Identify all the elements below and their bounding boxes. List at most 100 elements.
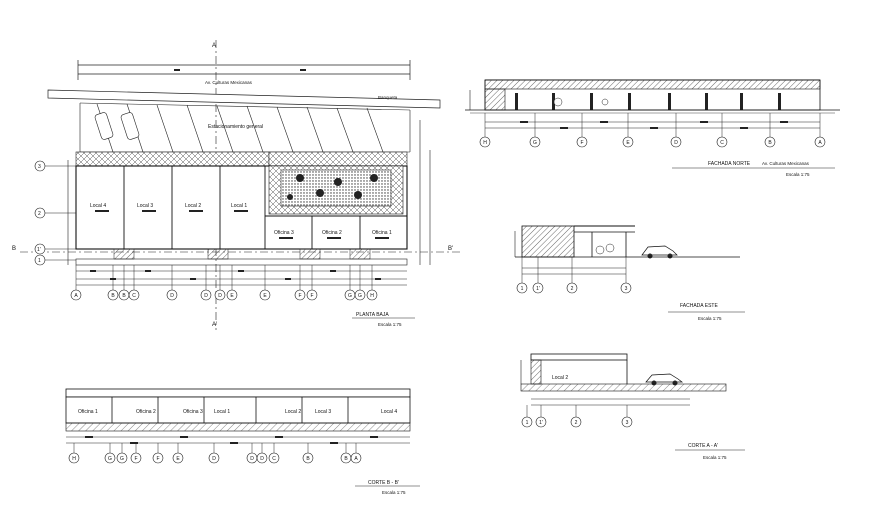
north-axis-bubble [529,136,541,148]
east-axis-bubble [532,282,544,294]
north-axis-bubble [479,136,491,148]
plan-axis-label: B [111,293,115,299]
north-axis-label: G [533,140,537,146]
section-a-axis-label: 2 [575,420,578,426]
plan-axis-bubble [166,289,178,301]
east-axis-label: 1 [521,286,524,292]
section-b-room-2: Oficina 2 [136,409,156,415]
section-b-scale: Escala 1:75 [382,490,406,495]
section-mark-left: B [12,246,16,252]
plan-axis-bubble [294,289,306,301]
section-a-axis-bubble [570,416,582,428]
section-a-room: Local 2 [552,375,568,381]
north-axis-bubble [576,136,588,148]
north-axis-bubble [764,136,776,148]
section-a-axis-label: 3 [626,420,629,426]
plan-axis-bubble [70,289,82,301]
east-axis-bubble [566,282,578,294]
local-3-label: Local 3 [137,203,153,209]
section-b-axis-bubble [350,452,362,464]
section-b: Oficina 1 Oficina 2 Oficina 3 Local 1 Lo… [65,388,420,495]
plan-axes-vertical [34,160,76,266]
section-b-axis-label: F [134,456,137,462]
section-a-axis-label: 1 [526,420,529,426]
plan-axis-bubble [366,289,378,301]
plan-axis-label: E [230,293,234,299]
section-b-room-5: Local 2 [285,409,301,415]
section-b-title: CORTE B - B' [368,480,399,486]
plan-title: PLANTA BAJA [356,312,389,318]
section-b-axis-bubble [256,452,268,464]
car-icon [645,373,684,383]
plan-axis-label: E [263,293,267,299]
plan-axis-label: F [310,293,313,299]
section-b-axis-label: D [212,456,216,462]
north-axis-bubble [814,136,826,148]
floor-plan: A A' Av. Culturas Mexicanas Banqueta [12,40,460,330]
east-axis-label: 1' [536,286,540,292]
section-b-axis-label: E [176,456,180,462]
east-axis-label: 2 [571,286,574,292]
section-mark-right: B' [448,246,453,252]
plan-axis-bubble [214,289,226,301]
section-b-axis-label: A [354,456,358,462]
plan-axis-bubble [128,289,140,301]
oficina-2-label: Oficina 2 [322,230,342,236]
north-axis-label: H [483,140,487,146]
section-a-title: CORTE A - A' [688,443,718,449]
parking-label: Estacionamiento general [208,124,263,130]
axis-1: 1 [38,258,41,264]
north-axis-label: D [674,140,678,146]
section-a-axis-bubble [521,416,533,428]
section-b-room-1: Oficina 1 [78,409,98,415]
axis-3: 3 [38,164,41,170]
section-b-axis-bubble [130,452,142,464]
north-axis-bubble [622,136,634,148]
section-mark-top: A [212,43,216,49]
local-4-label: Local 4 [90,203,106,209]
section-b-axis-label: F [156,456,159,462]
parked-cars [94,112,140,140]
section-b-axis-label: H [72,456,76,462]
section-b-axis-label: B [306,456,310,462]
plan-axis-bubble [107,289,119,301]
local-1-label: Local 1 [231,203,247,209]
east-title: FACHADA ESTE [680,303,718,309]
section-b-axis-label: D [260,456,264,462]
section-a-axis-bubble [621,416,633,428]
section-b-axis-label: G [120,456,124,462]
plan-axis-label: F [298,293,301,299]
section-b-axis-label: C [272,456,276,462]
section-b-axis-bubble [152,452,164,464]
section-b-axis-bubble [268,452,280,464]
section-b-axis-label: D [250,456,254,462]
north-axis-bubble [670,136,682,148]
section-b-axis-bubble [172,452,184,464]
north-title: FACHADA NORTE [708,161,751,167]
plan-axis-label: G [348,293,352,299]
car-icon [641,245,678,256]
garden-plants [287,174,378,200]
plan-axis-label: D [204,293,208,299]
plan-axis-label: H [370,293,374,299]
east-axis-label: 3 [625,286,628,292]
oficina-1-label: Oficina 1 [372,230,392,236]
plan-axis-label: C [132,293,136,299]
section-b-axis-bubble [302,452,314,464]
plan-axis-bubble [226,289,238,301]
plan-axis-bubble [200,289,212,301]
section-b-room-3: Oficina 3 [183,409,203,415]
plan-axis-label: G [358,293,362,299]
north-axis-label: E [626,140,630,146]
north-axis-label: C [720,140,724,146]
plan-axis-label: D [170,293,174,299]
plan-axis-label: D [218,293,222,299]
north-axis-label: A [818,140,822,146]
